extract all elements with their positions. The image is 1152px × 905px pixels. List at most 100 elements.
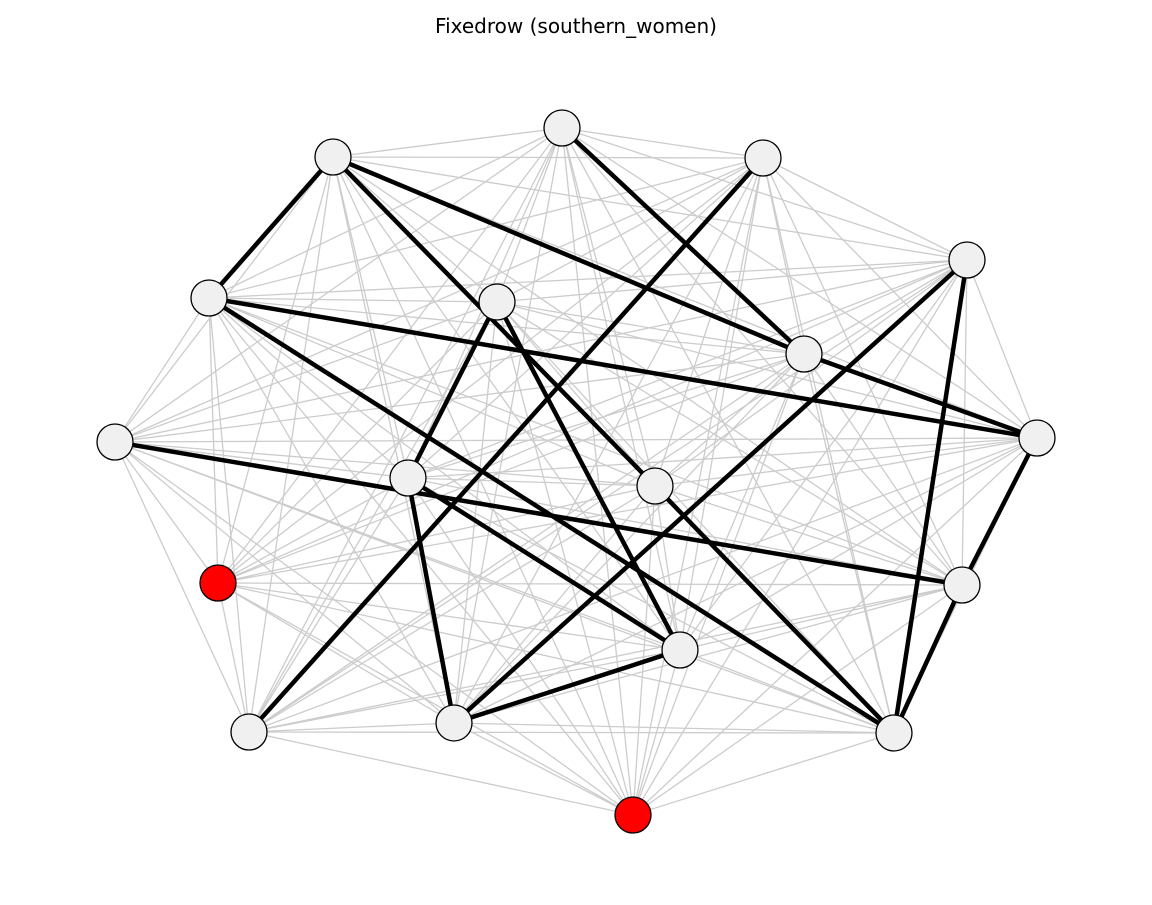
edge-light: [248, 731, 634, 816]
edge-light: [217, 582, 895, 734]
node: [96, 423, 134, 461]
edge-light: [217, 582, 455, 724]
edge-light: [332, 127, 563, 158]
edge-light: [208, 157, 764, 299]
edge-strong: [332, 154, 805, 357]
edge-light: [679, 157, 764, 651]
node: [478, 283, 516, 321]
node: [661, 631, 699, 669]
edge-light: [407, 477, 656, 487]
edge-light: [248, 437, 1038, 733]
edge-strong: [891, 259, 970, 734]
edge-light: [679, 649, 895, 734]
edge-light: [407, 353, 805, 479]
edge-light: [453, 722, 634, 816]
edge-light: [453, 722, 895, 734]
node: [435, 704, 473, 742]
edge-strong: [406, 476, 682, 652]
edge-light: [217, 156, 334, 584]
edge-light: [332, 156, 455, 724]
edge-light: [632, 157, 764, 816]
edge-light: [453, 584, 963, 724]
edge-light: [561, 127, 764, 159]
edge-light: [654, 485, 963, 586]
edge-light: [248, 584, 963, 733]
edge-strong: [959, 436, 1040, 587]
edge-strong: [452, 258, 969, 725]
edge-light: [496, 301, 963, 586]
edge-light: [561, 127, 634, 816]
edge-light: [208, 297, 498, 303]
edge-light: [561, 127, 963, 586]
edge-light: [407, 477, 895, 734]
edge-light: [217, 582, 681, 651]
edge-light: [453, 127, 563, 724]
edge-light: [496, 301, 895, 734]
edge-light: [632, 584, 963, 816]
edge-light: [208, 297, 409, 479]
edge-light: [114, 127, 563, 443]
edge-light: [114, 297, 210, 443]
edge-strong: [405, 477, 457, 724]
node: [948, 241, 986, 279]
edge-light: [654, 437, 1038, 487]
edge-light: [114, 441, 656, 487]
edge-light: [217, 301, 498, 584]
node: [636, 467, 674, 505]
edge-strong: [247, 156, 765, 734]
edge-light: [561, 127, 681, 651]
edge-light: [679, 437, 1038, 651]
edge-light: [217, 582, 963, 586]
edge-strong: [891, 584, 965, 734]
edge-light: [679, 353, 805, 651]
edge-light: [654, 485, 681, 651]
edge-light: [248, 649, 681, 733]
edge-light: [248, 731, 895, 734]
node: [875, 714, 913, 752]
edge-light: [332, 156, 409, 479]
edge-light: [332, 156, 634, 816]
edge-light: [632, 732, 895, 816]
edge-light: [208, 297, 656, 487]
edge-light: [407, 477, 634, 816]
edge-light: [961, 259, 968, 586]
edge-light: [407, 437, 1038, 479]
edge-light: [208, 297, 455, 724]
edge-light: [114, 441, 634, 816]
edge-light: [248, 156, 334, 733]
edge-light: [496, 301, 634, 816]
node: [1018, 419, 1056, 457]
edge-light: [632, 259, 968, 816]
edge-light: [114, 353, 805, 443]
edge-light: [208, 297, 250, 733]
edge-light: [217, 485, 656, 584]
edge-light: [248, 477, 409, 733]
edge-strong: [207, 155, 335, 300]
node-highlighted: [614, 796, 652, 834]
edge-light: [248, 485, 656, 733]
node: [543, 109, 581, 147]
edge-strong: [803, 351, 1038, 441]
edge-light: [114, 437, 1038, 443]
edge-light: [114, 301, 498, 443]
edge-light: [217, 477, 409, 584]
edge-light: [114, 441, 250, 733]
node: [785, 335, 823, 373]
edge-strong: [560, 126, 806, 356]
edge-light: [762, 157, 968, 261]
edge-light: [208, 259, 968, 299]
edge-light: [114, 441, 895, 734]
edge-light: [114, 441, 219, 584]
edge-light: [762, 157, 895, 734]
edge-strong: [405, 300, 500, 480]
node: [744, 139, 782, 177]
edge-light: [248, 722, 455, 733]
edge-light: [407, 157, 764, 479]
chart-title: Fixedrow (southern_women): [435, 14, 717, 38]
edge-light: [654, 353, 805, 487]
edge-light: [114, 157, 764, 443]
edge-strong: [495, 300, 682, 652]
edge-light: [217, 437, 1038, 584]
edge-light: [332, 156, 681, 651]
